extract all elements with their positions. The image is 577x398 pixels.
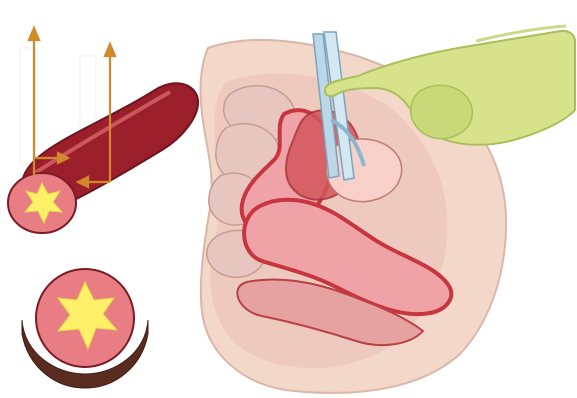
vessel-cross-section-icon bbox=[22, 269, 148, 388]
knuckle-pad bbox=[411, 85, 473, 138]
vessel-cylinder-icon bbox=[8, 28, 198, 233]
